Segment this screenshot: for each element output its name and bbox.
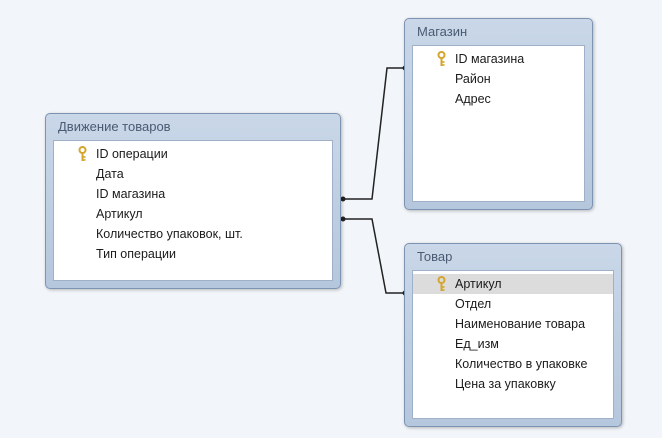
table-title[interactable]: Магазин (417, 24, 468, 39)
field-label: Наименование товара (455, 317, 586, 331)
table-tovar[interactable]: Товар Артикул Отдел Наименование товара … (404, 243, 622, 427)
field-label: Район (455, 72, 491, 86)
primary-key-icon (437, 276, 446, 291)
field-row-adres[interactable]: Адрес (413, 89, 584, 109)
field-label: ID операции (96, 147, 168, 161)
field-row-kolichestvo-upakovok[interactable]: Количество упаковок, шт. (54, 224, 332, 244)
table-title[interactable]: Товар (417, 249, 453, 264)
field-label: Отдел (455, 297, 492, 311)
field-list: ID операции Дата ID магазина Артикул Кол… (53, 140, 333, 281)
field-row-id-magazina[interactable]: ID магазина (413, 49, 584, 69)
field-row-cena[interactable]: Цена за упаковку (413, 374, 613, 394)
primary-key-icon (78, 146, 87, 161)
field-row-id-operacii[interactable]: ID операции (54, 144, 332, 164)
link-end-dvizhenie-tovar (340, 216, 346, 222)
field-label: Количество упаковок, шт. (96, 227, 243, 241)
field-row-kolichestvo-v-upakovke[interactable]: Количество в упаковке (413, 354, 613, 374)
field-row-id-magazina[interactable]: ID магазина (54, 184, 332, 204)
field-label: ID магазина (455, 52, 525, 66)
field-row-ed-izm[interactable]: Ед_изм (413, 334, 613, 354)
table-dvizhenie-tovarov[interactable]: Движение товаров ID операции Дата ID маг… (45, 113, 341, 289)
field-row-naimenovanie[interactable]: Наименование товара (413, 314, 613, 334)
field-list: ID магазина Район Адрес (412, 45, 585, 202)
field-label: ID магазина (96, 187, 166, 201)
field-label: Адрес (455, 92, 491, 106)
field-label: Дата (96, 167, 124, 181)
field-label: Артикул (96, 207, 143, 221)
field-list: Артикул Отдел Наименование товара Ед_изм… (412, 270, 614, 419)
field-label: Цена за упаковку (455, 377, 556, 391)
field-row-data[interactable]: Дата (54, 164, 332, 184)
field-row-artikul[interactable]: Артикул (413, 274, 613, 294)
field-row-otdel[interactable]: Отдел (413, 294, 613, 314)
field-label: Артикул (455, 277, 502, 291)
field-label: Ед_изм (455, 337, 499, 351)
field-label: Тип операции (96, 247, 177, 261)
field-row-rayon[interactable]: Район (413, 69, 584, 89)
field-label: Количество в упаковке (455, 357, 588, 371)
link-end-dvizhenie-magazin (340, 196, 346, 202)
relationship-line-magazin[interactable] (343, 67, 406, 200)
table-magazin[interactable]: Магазин ID магазина Район Адрес (404, 18, 593, 210)
table-title[interactable]: Движение товаров (58, 119, 171, 134)
field-row-tip-operacii[interactable]: Тип операции (54, 244, 332, 264)
relationship-line-tovar[interactable] (343, 218, 406, 294)
primary-key-icon (437, 51, 446, 66)
field-row-artikul[interactable]: Артикул (54, 204, 332, 224)
